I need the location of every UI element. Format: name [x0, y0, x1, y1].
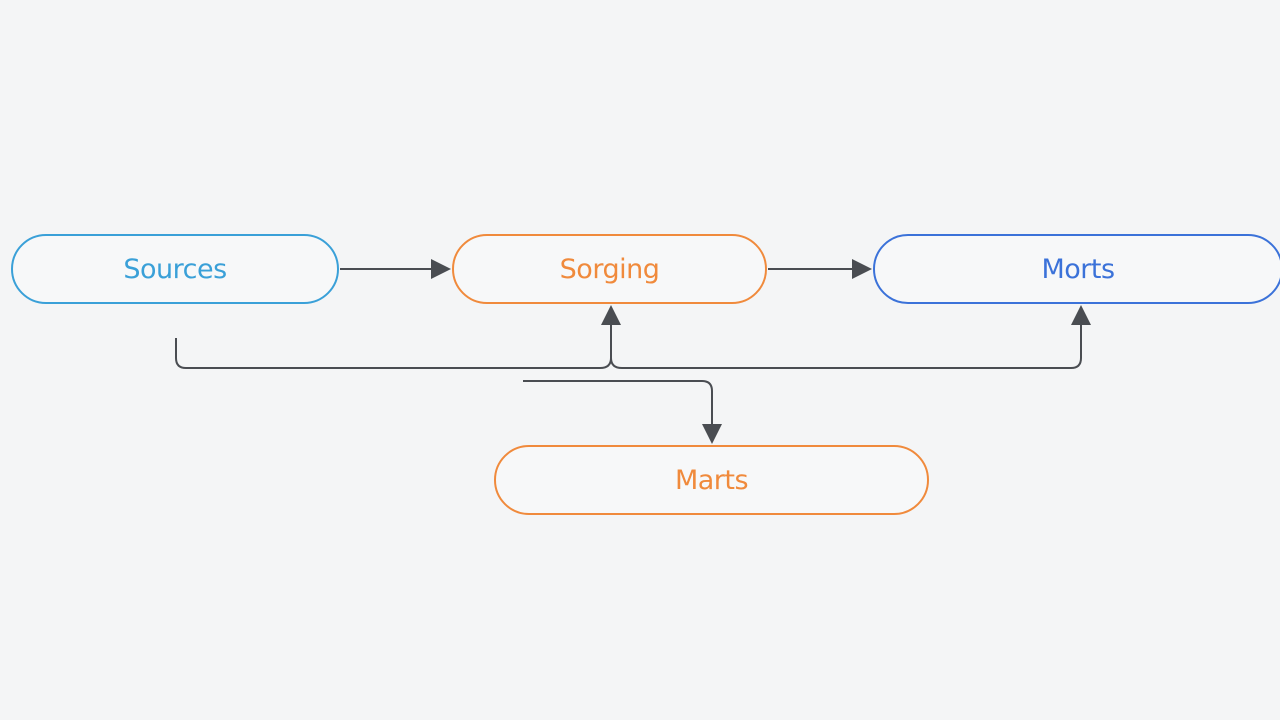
node-sources[interactable]: Sources	[11, 234, 339, 304]
node-sources-label: Sources	[123, 253, 227, 285]
node-marts-right-label: Morts	[1041, 253, 1115, 285]
node-marts-right[interactable]: Morts	[873, 234, 1280, 304]
edge-staging-to-marts-bottom	[523, 380, 722, 444]
edge-sources-bracket-to-staging	[175, 305, 621, 369]
node-staging[interactable]: Sorging	[452, 234, 767, 304]
node-marts-bottom[interactable]: Marts	[494, 445, 929, 515]
node-marts-bottom-label: Marts	[674, 464, 749, 496]
edge-sources-bracket-to-marts-right	[610, 305, 1091, 369]
node-staging-label: Sorging	[559, 253, 660, 285]
